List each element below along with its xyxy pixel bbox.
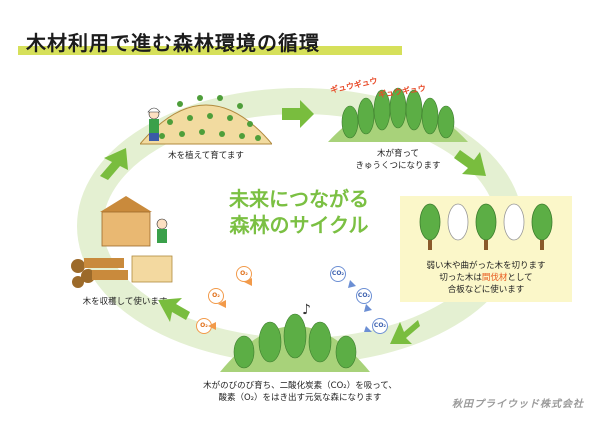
thinning-line1: 弱い木や曲がった木を切ります bbox=[426, 261, 546, 271]
co2-bubble: CO₂ bbox=[356, 288, 372, 304]
thinning-line3: 合板などに使います bbox=[447, 285, 525, 295]
o2-bubble: O₂ bbox=[208, 288, 224, 304]
title-underline bbox=[18, 46, 402, 55]
harvest-illustration bbox=[71, 196, 173, 288]
company-name: 秋田プライウッド株式会社 bbox=[452, 399, 584, 410]
arrow-up-left-icon bbox=[158, 298, 190, 322]
arrow-down-right-icon bbox=[454, 150, 486, 176]
healthy-forest-illustration bbox=[220, 313, 370, 372]
cycle-heading: 未来につながる 森林のサイクル bbox=[204, 186, 394, 238]
crowded-forest-illustration bbox=[328, 87, 468, 142]
caption-plant: 木を植えて育てます bbox=[168, 151, 244, 161]
caption-harvest: 木を収穫して使います bbox=[82, 297, 168, 307]
music-note-icon: ♪ bbox=[302, 302, 311, 318]
thinning-line2-pre: 切った木は bbox=[439, 273, 482, 283]
co2-bubble: CO₂ bbox=[330, 266, 346, 282]
caption-forest-line1: 木がのびのび育ち、二酸化炭素（CO₂）を吸って、 bbox=[203, 381, 397, 391]
thinning-line2: 切った木は間伐材として bbox=[400, 272, 572, 284]
caption-forest-line2: 酸素（O₂）をはき出す元気な森になります bbox=[218, 393, 382, 403]
caption-grow-line2: きゅうくつになります bbox=[355, 161, 441, 171]
worker-figure bbox=[147, 107, 161, 141]
thinning-illustration bbox=[419, 203, 553, 250]
arrow-up-right-icon bbox=[100, 148, 128, 180]
o2-bubble: O₂ bbox=[236, 266, 252, 282]
thinning-line2-post: として bbox=[507, 273, 533, 283]
worker-figure bbox=[156, 218, 168, 243]
arrow-down-left-icon bbox=[390, 320, 420, 344]
thinning-highlight: 間伐材 bbox=[481, 273, 508, 283]
arrow-right-icon bbox=[282, 100, 314, 128]
cycle-heading-line2: 森林のサイクル bbox=[229, 213, 369, 237]
page-title: 木材利用で進む森林環境の循環 bbox=[26, 31, 320, 55]
caption-grow-line1: 木が育って bbox=[376, 149, 420, 159]
co2-bubble: CO₂ bbox=[372, 318, 388, 334]
cycle-heading-line1: 未来につながる bbox=[229, 187, 369, 211]
gas-flow-arrows bbox=[208, 278, 372, 332]
thinning-panel: 弱い木や曲がった木を切ります 切った木は間伐材として 合板などに使います bbox=[400, 196, 572, 302]
planting-illustration bbox=[140, 95, 272, 145]
